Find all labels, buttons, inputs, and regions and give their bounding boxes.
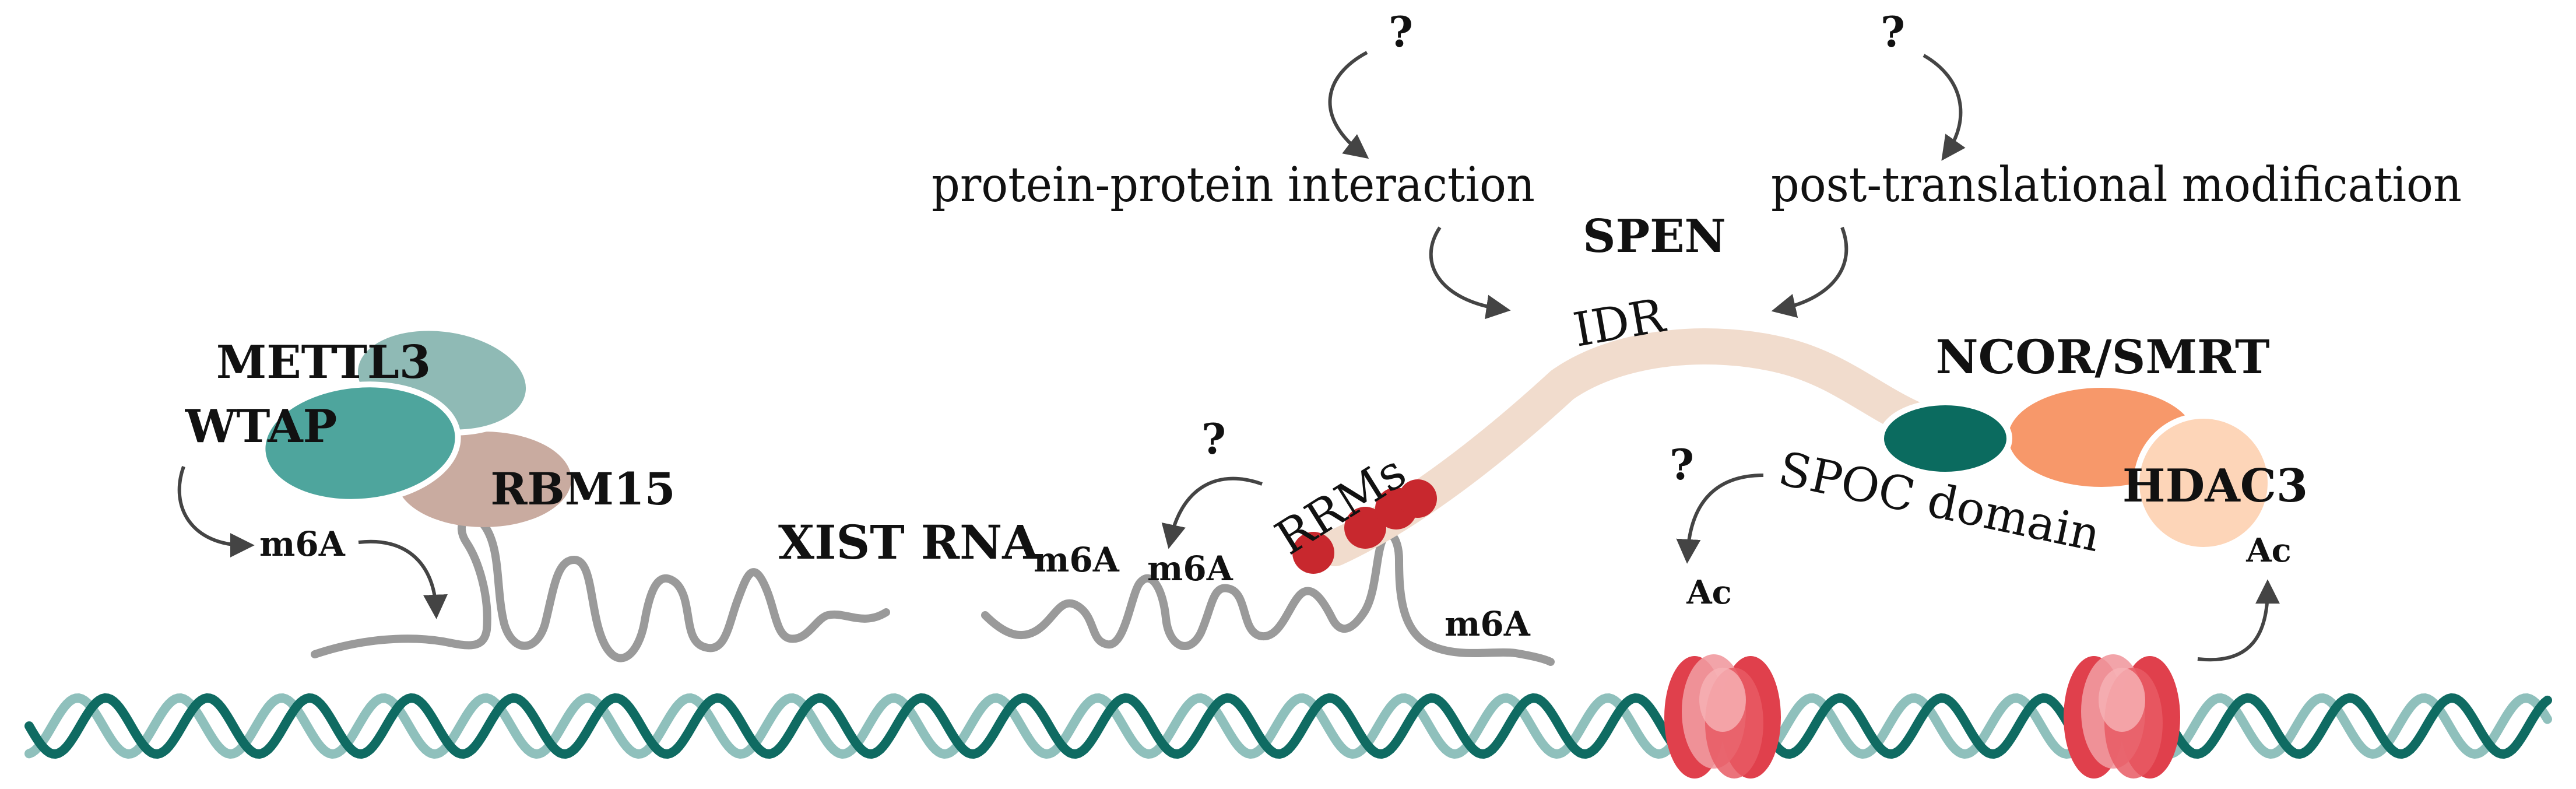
arrow-rrm-question-to-m6a: [1161, 476, 1263, 549]
arrow-question-to-ppi: [1328, 51, 1369, 159]
question-mark-rrm: ?: [1201, 414, 1226, 464]
xist-rna-label: XIST RNA: [778, 515, 1039, 570]
arrow-ptm-to-idr: [1771, 226, 1848, 318]
wtap-protein: [259, 381, 461, 505]
mettl3-label: METTL3: [216, 336, 431, 389]
arrows: [177, 51, 2280, 662]
rbm15-label: RBM15: [490, 463, 675, 515]
xist-rna: [311, 513, 1555, 666]
spen-idr: [1317, 328, 1971, 566]
xist-rna-subscript: m6A: [1034, 540, 1120, 580]
ncor-smrt-label: NCOR/SMRT: [1935, 329, 2269, 384]
ac-label-right: Ac: [2245, 531, 2292, 570]
arrow-wtap-to-m6a: [177, 465, 255, 557]
nucleosome-right: [2064, 654, 2180, 779]
m6a-writer-complex: [259, 325, 571, 527]
hdac3-protein: [2134, 413, 2273, 553]
arrow-question-to-ptm: [1923, 54, 1966, 161]
xist-rna-left-segment: [311, 513, 890, 662]
question-mark-top-right: ?: [1881, 7, 1905, 57]
xist-rna-middle-segment: [981, 529, 1555, 666]
spoc-domain: [1878, 399, 2012, 478]
wtap-label: WTAP: [185, 400, 338, 453]
spen-protein: [1292, 328, 2273, 574]
m6a-label-rrm: m6A: [1147, 549, 1233, 588]
ptm-label: post-translational modification: [1771, 157, 2462, 213]
hdac3-label: HDAC3: [2122, 460, 2308, 513]
arrow-m6a-to-rna: [358, 539, 448, 619]
arrow-nucleosome-to-ac: [2197, 579, 2280, 662]
ppi-label: protein-protein interaction: [932, 157, 1535, 213]
spen-rrm-domains: [1292, 479, 1437, 574]
ac-label-left: Ac: [1686, 573, 1732, 612]
nucleosome-left: [1664, 654, 1781, 779]
arrow-ppi-to-idr: [1429, 226, 1511, 320]
spen-label: SPEN: [1583, 210, 1726, 263]
question-mark-spoc: ?: [1670, 440, 1694, 489]
arrow-spoc-question-to-ac: [1676, 474, 1764, 564]
m6a-label-right: m6A: [1445, 604, 1531, 644]
question-mark-top-left: ?: [1389, 7, 1413, 57]
m6a-label-writer: m6A: [259, 524, 346, 564]
